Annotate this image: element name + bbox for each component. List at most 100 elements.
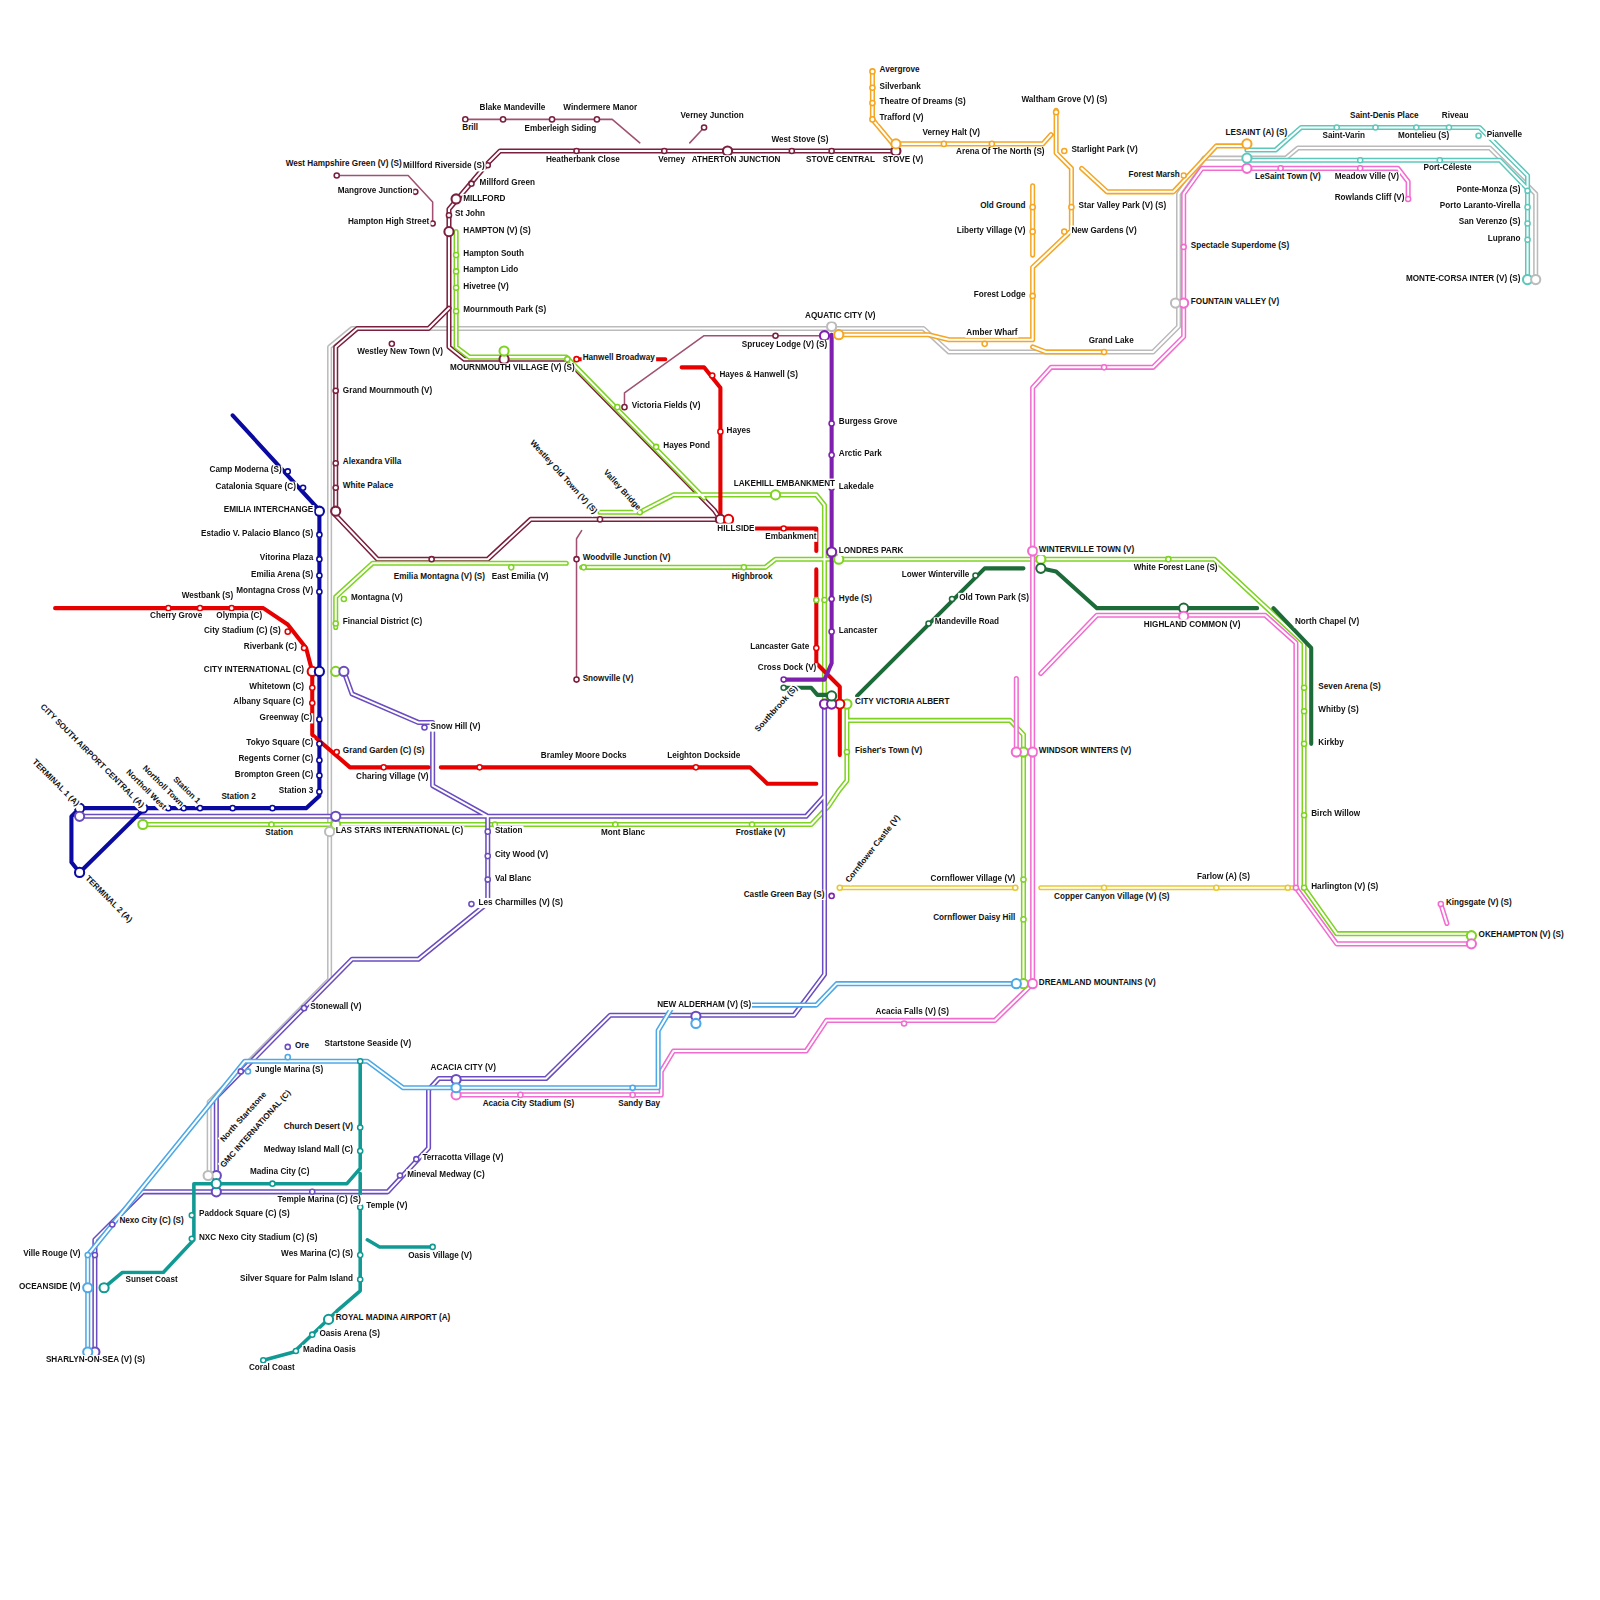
route-line bbox=[840, 887, 1294, 889]
station-dot bbox=[1030, 205, 1035, 210]
station-dot bbox=[581, 565, 586, 570]
station-dot bbox=[1438, 902, 1443, 907]
station-label: Castle Green Bay (S) bbox=[743, 890, 826, 900]
route-line bbox=[209, 148, 1536, 1176]
route-line bbox=[784, 335, 832, 680]
station-dot bbox=[622, 405, 627, 410]
station-dot bbox=[1334, 125, 1339, 130]
station-dot bbox=[574, 357, 579, 362]
station-dot bbox=[317, 717, 322, 722]
station-label: NXC Nexo City Stadium (C) (S) bbox=[198, 1233, 318, 1243]
station-label: Verney Halt (V) bbox=[921, 128, 981, 138]
station-dot bbox=[870, 101, 875, 106]
station-label: Snowville (V) bbox=[582, 673, 635, 683]
station-dot bbox=[574, 557, 579, 562]
station-dot bbox=[1062, 148, 1067, 153]
station-dot bbox=[285, 469, 290, 474]
station-dot bbox=[310, 685, 315, 690]
station-label: Cherry Grove bbox=[149, 611, 203, 621]
station-label: Mandeville Road bbox=[934, 617, 1000, 627]
station-label: Sandy Bay bbox=[617, 1099, 661, 1109]
station-label: Paddock Square (C) (S) bbox=[198, 1209, 291, 1219]
station-dot bbox=[662, 148, 667, 153]
station-dot bbox=[1166, 557, 1171, 562]
station-dot bbox=[358, 1205, 363, 1210]
station-label: Station bbox=[494, 826, 524, 836]
station-dot bbox=[1446, 125, 1451, 130]
interchange-dot bbox=[324, 1315, 333, 1324]
station-label: HIGHLAND COMMON (V) bbox=[1143, 619, 1242, 629]
station-dot bbox=[245, 1069, 250, 1074]
station-label: Saint-Varin bbox=[1321, 131, 1366, 141]
station-label: San Verenzo (S) bbox=[1458, 217, 1522, 227]
station-label: Copper Canyon Village (V) (S) bbox=[1053, 892, 1171, 902]
station-dot bbox=[844, 749, 849, 754]
station-dot bbox=[317, 532, 322, 537]
station-dot bbox=[902, 1021, 907, 1026]
station-label: Avergrove bbox=[879, 65, 921, 75]
route-line bbox=[456, 168, 1471, 1095]
station-dot bbox=[829, 596, 834, 601]
station-dot bbox=[1525, 188, 1530, 193]
station-label: Alexandra Villa bbox=[342, 457, 402, 467]
station-label: Arena Of The North (S) bbox=[955, 147, 1045, 157]
station-dot bbox=[1525, 205, 1530, 210]
station-label: Cornflower Castle (V) bbox=[843, 812, 903, 885]
station-dot bbox=[509, 565, 514, 570]
station-label: Lower Winterville bbox=[901, 569, 971, 579]
station-label: Forest Marsh bbox=[1128, 169, 1181, 179]
station-dot bbox=[285, 1055, 290, 1060]
station-label: Amber Wharf bbox=[965, 328, 1018, 338]
station-dot bbox=[574, 677, 579, 682]
station-dot bbox=[718, 429, 723, 434]
station-dot bbox=[358, 1253, 363, 1258]
station-label: Lancaster Gate bbox=[749, 642, 810, 652]
station-label: North Chapel (V) bbox=[1294, 617, 1360, 627]
station-label: Mournmouth Park (S) bbox=[462, 305, 547, 315]
station-label: West Stove (S) bbox=[770, 135, 829, 145]
station-label: Vitorina Plaza bbox=[259, 553, 314, 563]
station-dot bbox=[238, 1069, 243, 1074]
station-dot bbox=[454, 253, 459, 258]
station-label: Brompton Green (C) bbox=[234, 769, 314, 779]
interchange-dot bbox=[1531, 275, 1540, 284]
station-dot bbox=[229, 606, 234, 611]
station-label: City Stadium (C) (S) bbox=[203, 626, 282, 636]
station-dot bbox=[485, 163, 490, 168]
station-dot bbox=[926, 621, 931, 626]
station-dot bbox=[358, 1277, 363, 1282]
station-label: Station bbox=[264, 828, 294, 838]
route-line bbox=[55, 359, 840, 783]
station-label: Grand Lake bbox=[1088, 336, 1135, 346]
station-label: Sunset Coast bbox=[124, 1274, 178, 1284]
station-dot bbox=[949, 596, 954, 601]
station-dot bbox=[333, 461, 338, 466]
station-dot bbox=[189, 1213, 194, 1218]
station-dot bbox=[1406, 196, 1411, 201]
interchange-dot bbox=[325, 827, 334, 836]
station-label: Millford Riverside (S) bbox=[402, 161, 486, 171]
station-label: Riveau bbox=[1441, 111, 1470, 121]
station-label: Waltham Grove (V) (S) bbox=[1020, 95, 1108, 105]
interchange-dot bbox=[1028, 747, 1037, 756]
station-dot bbox=[430, 221, 435, 226]
interchange-dot bbox=[1242, 164, 1251, 173]
interchange-dot bbox=[891, 139, 900, 148]
station-dot bbox=[789, 148, 794, 153]
station-dot bbox=[870, 117, 875, 122]
station-dot bbox=[1181, 173, 1186, 178]
station-label: Hampton South bbox=[462, 249, 525, 259]
station-dot bbox=[973, 573, 978, 578]
station-label: Mangrove Junction bbox=[337, 186, 414, 196]
route-line bbox=[1247, 128, 1528, 280]
station-label: Bramley Moore Docks bbox=[540, 751, 628, 761]
station-label: Wes Marina (C) (S) bbox=[280, 1249, 354, 1259]
station-label: Greenway (C) bbox=[259, 713, 314, 723]
station-dot bbox=[837, 885, 842, 890]
station-dot bbox=[814, 645, 819, 650]
station-label: Montelieu (S) bbox=[1397, 131, 1450, 141]
station-label: Olympia (C) bbox=[215, 611, 263, 621]
station-label: Old Ground bbox=[979, 201, 1026, 211]
station-dot bbox=[230, 806, 235, 811]
station-dot bbox=[1414, 125, 1419, 130]
